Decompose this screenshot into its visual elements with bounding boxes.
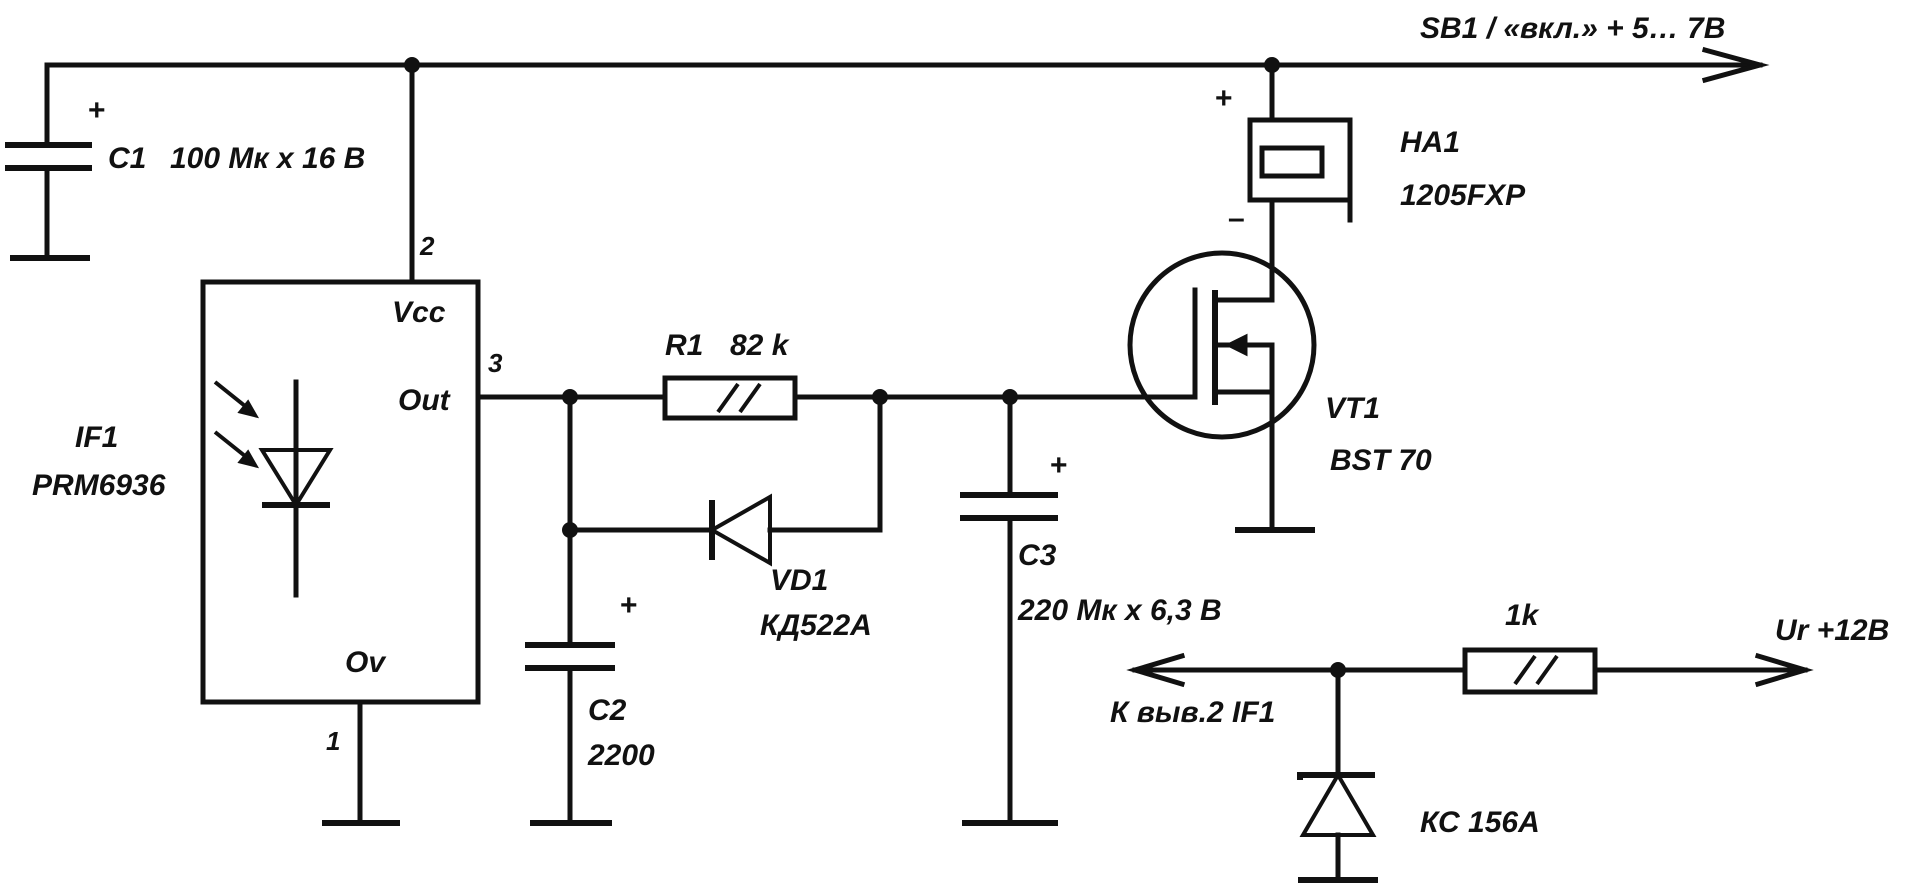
vt1-part: BST 70	[1330, 444, 1432, 477]
if1-pin2: 2	[419, 231, 435, 261]
supply-label: SB1 / «вкл.» + 5… 7В	[1420, 12, 1725, 45]
c2-ref: C2	[588, 694, 627, 727]
r1-value: 82 k	[730, 329, 790, 362]
c3-polarity: +	[1050, 449, 1068, 482]
ha1-part: 1205FXP	[1400, 179, 1526, 212]
c1-polarity: +	[88, 94, 106, 127]
diode-vd1	[567, 394, 883, 567]
vd1-ref: VD1	[770, 564, 828, 597]
if1-pin3: 3	[488, 348, 503, 378]
ic-if1	[200, 62, 581, 826]
buzzer-ha1	[1247, 62, 1353, 298]
if1-pin-vcc: Vcc	[392, 296, 446, 329]
supply-rail	[44, 46, 1770, 84]
capacitor-c1	[5, 62, 92, 261]
if1-pin1: 1	[326, 726, 340, 756]
c2-polarity: +	[620, 589, 638, 622]
if1-ref: IF1	[75, 421, 118, 454]
if1-part: PRM6936	[32, 469, 166, 502]
ha1-ref: HA1	[1400, 126, 1460, 159]
aux-input-label: Ur +12В	[1775, 614, 1889, 647]
transistor-vt1	[1127, 250, 1317, 533]
zener-part: КС 156А	[1420, 806, 1540, 839]
resistor-r1	[567, 375, 1173, 421]
input-arrow-icon	[1754, 652, 1814, 688]
aux-resistor-value: 1k	[1505, 599, 1540, 632]
ha1-plus: +	[1215, 82, 1233, 115]
if1-pin-gnd: Ov	[345, 646, 387, 679]
channel-arrow-icon	[1224, 333, 1248, 357]
supply-arrow-icon	[1701, 46, 1770, 84]
photodiode-icon	[213, 379, 334, 598]
if1-pin-out: Out	[398, 384, 452, 417]
capacitor-c3	[960, 394, 1058, 826]
ha1-minus: –	[1228, 202, 1245, 235]
aux-supply	[1126, 647, 1814, 883]
r1-ref: R1	[665, 329, 703, 362]
zener-diode-icon	[1297, 771, 1378, 883]
c1-value: 100 Мк x 16 В	[170, 142, 365, 175]
output-arrow-icon	[1126, 652, 1186, 688]
vt1-ref: VT1	[1325, 392, 1380, 425]
c1-ref: C1	[108, 142, 146, 175]
c3-ref: C3	[1018, 539, 1057, 572]
vd1-part: КД522А	[760, 609, 872, 642]
aux-output-label: К выв.2 IF1	[1110, 696, 1275, 729]
c2-value: 2200	[587, 739, 655, 772]
c3-value: 220 Мк x 6,3 В	[1017, 594, 1222, 627]
